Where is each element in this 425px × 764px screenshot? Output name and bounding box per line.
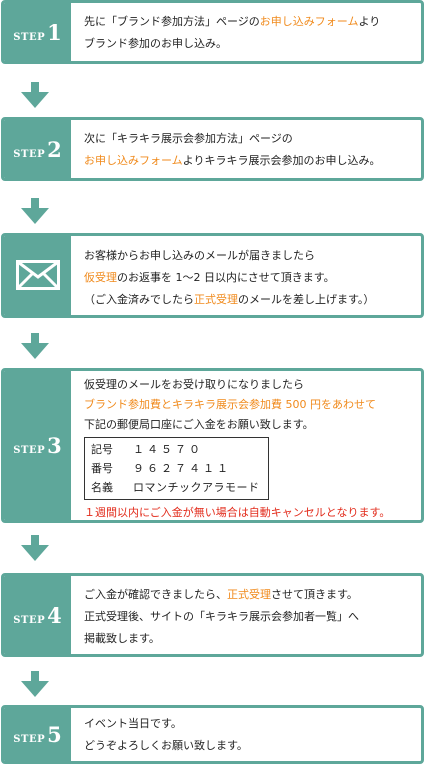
- step-4-card: STEP 4 ご入金が確認できましたら、正式受理させて頂きます。 正式受理後、サ…: [1, 573, 424, 657]
- step-5-line-2: どうぞよろしくお願い致します。: [84, 739, 248, 752]
- down-arrow-icon: [21, 535, 49, 561]
- down-arrow-icon: [21, 333, 49, 359]
- envelope-icon: [16, 260, 60, 290]
- step-4-text: ご入金が確認できましたら、: [84, 588, 227, 601]
- step-5-badge: STEP 5: [4, 708, 71, 761]
- step-1-text: より: [358, 15, 381, 28]
- mail-line-1: お客様からお申し込みのメールが届きましたら: [84, 249, 315, 262]
- step-2-badge: STEP 2: [4, 120, 71, 178]
- down-arrow-icon: [21, 198, 49, 224]
- step-3-line-2: ブランド参加費とキラキラ展示会参加費 500 円をあわせて: [84, 398, 376, 411]
- step-2-line-2: お申し込みフォームよりキラキラ展示会参加のお申し込み。: [84, 150, 415, 172]
- step-word: STEP: [13, 445, 46, 456]
- step-number: 3: [47, 433, 62, 458]
- mail-text: のメールを差し上げます。）: [238, 293, 375, 306]
- step-word: STEP: [13, 614, 46, 626]
- step-1-text: 先に「ブランド参加方法」ページの: [84, 15, 260, 28]
- cancellation-warning: １週間以内にご入金が無い場合は自動キャンセルとなります。: [84, 506, 391, 519]
- step-word: STEP: [13, 31, 46, 43]
- step-4-line-3: 掲載致します。: [84, 632, 160, 645]
- account-value: ９６２７４１１: [133, 462, 231, 475]
- step-number: 5: [47, 722, 62, 747]
- step-4-line-1: ご入金が確認できましたら、正式受理させて頂きます。: [84, 584, 415, 606]
- step-3-badge: STEP 3: [4, 371, 71, 520]
- step-2-card: STEP 2 次に「キラキラ展示会参加方法」ページの お申し込みフォームよりキラ…: [1, 117, 424, 181]
- step-3-card: STEP 3 仮受理のメールをお受け取りになりましたら ブランド参加費とキラキラ…: [1, 368, 424, 523]
- account-value: ロマンチックアラモード: [133, 481, 260, 494]
- step-word: STEP: [13, 734, 46, 745]
- step-4-badge: STEP 4: [4, 576, 71, 654]
- step-2-text: よりキラキラ展示会参加のお申し込み。: [182, 154, 381, 167]
- account-label: 名義: [91, 481, 113, 494]
- step-1-line-2: ブランド参加のお申し込み。: [84, 37, 227, 50]
- account-row: 名義 ロマンチックアラモード: [91, 478, 260, 497]
- mail-text: （ご入金済みでしたら: [84, 293, 194, 306]
- step-number: 1: [47, 19, 62, 45]
- step-2-line-1: 次に「キラキラ展示会参加方法」ページの: [84, 132, 293, 145]
- account-label: 記号: [91, 443, 113, 456]
- step-number: 2: [47, 136, 62, 162]
- step-4-line-2: 正式受理後、サイトの「キラキラ展示会参加者一覧」へ: [84, 610, 359, 623]
- down-arrow-icon: [21, 82, 49, 108]
- mail-line-2: 仮受理のお返事を 1～2 日以内にさせて頂きます。: [84, 267, 415, 289]
- account-row: 番号 ９６２７４１１: [91, 459, 260, 478]
- account-label: 番号: [91, 462, 113, 475]
- account-value: １４５７０: [133, 443, 203, 456]
- step-number: 4: [47, 602, 62, 628]
- step-5-line-1: イベント当日です。: [84, 717, 182, 730]
- bank-account-box: 記号 １４５７０ 番号 ９６２７４１１ 名義 ロマンチックアラモード: [84, 437, 269, 500]
- mail-line-3: （ご入金済みでしたら正式受理のメールを差し上げます。）: [84, 289, 415, 311]
- mail-step-card: お客様からお申し込みのメールが届きましたら 仮受理のお返事を 1～2 日以内にさ…: [1, 233, 424, 318]
- step-1-badge: STEP 1: [4, 3, 71, 61]
- step-3-line-1: 仮受理のメールをお受け取りになりましたら: [84, 378, 304, 391]
- down-arrow-icon: [21, 671, 49, 697]
- application-form-link[interactable]: お申し込みフォーム: [259, 15, 359, 28]
- step-1-line-1: 先に「ブランド参加方法」ページのお申し込みフォームより: [84, 11, 415, 33]
- account-row: 記号 １４５７０: [91, 440, 260, 459]
- provisional-acceptance-text: 仮受理: [84, 271, 117, 284]
- official-acceptance-text: 正式受理: [194, 293, 238, 306]
- mail-text: のお返事を 1～2 日以内にさせて頂きます。: [117, 271, 335, 284]
- step-4-text: させて頂きます。: [271, 588, 358, 601]
- official-acceptance-text: 正式受理: [227, 588, 271, 601]
- application-form-link[interactable]: お申し込みフォーム: [84, 154, 183, 167]
- step-1-card: STEP 1 先に「ブランド参加方法」ページのお申し込みフォームより ブランド参…: [1, 0, 424, 64]
- step-word: STEP: [13, 148, 46, 160]
- step-5-card: STEP 5 イベント当日です。 どうぞよろしくお願い致します。: [1, 705, 424, 764]
- step-3-line-3: 下記の郵便局口座にご入金をお願い致します。: [84, 418, 314, 431]
- mail-badge: [4, 236, 71, 315]
